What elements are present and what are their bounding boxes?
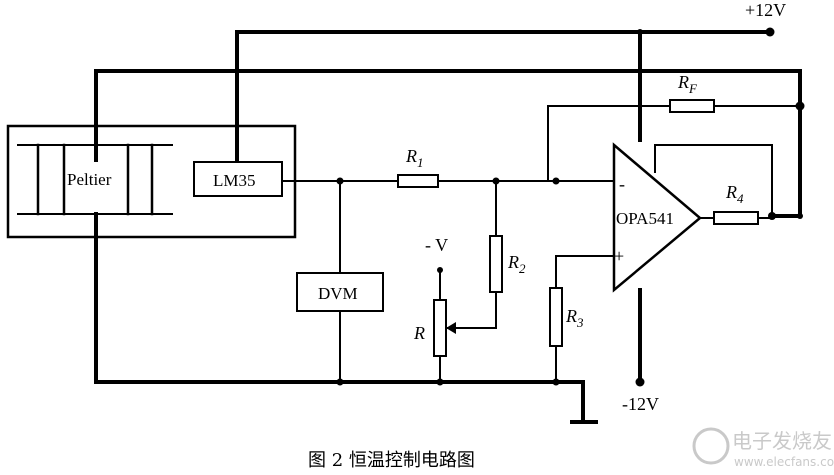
potentiometer	[433, 299, 447, 357]
pot-wiper-arrow	[446, 322, 456, 334]
r3-label: R3	[565, 306, 584, 330]
watermark: 电子发烧友 www.elecfans.com	[692, 427, 834, 469]
opamp-triangle	[612, 142, 702, 293]
opamp-label: OPA541	[616, 209, 674, 228]
r1-resistor	[397, 174, 439, 188]
dvm-meter	[296, 272, 384, 312]
lm35-label: LM35	[213, 171, 256, 190]
r2-to-pot-wire	[445, 291, 497, 329]
plus12v-label: +12V	[745, 0, 786, 20]
watermark-title: 电子发烧友	[732, 429, 832, 453]
rf-left-wire	[547, 105, 671, 182]
r1-label: R1	[405, 146, 424, 170]
watermark-logo-icon	[692, 427, 730, 465]
rf-resistor	[669, 99, 715, 113]
peltier-label: Peltier	[67, 170, 112, 189]
pot-label: R	[413, 323, 425, 343]
watermark-url: www.elecfans.com	[734, 455, 834, 469]
r2-resistor	[489, 235, 503, 293]
peltier-element: Peltier	[17, 143, 173, 216]
opamp-minus-sign: -	[619, 174, 625, 194]
r4-resistor	[713, 211, 759, 225]
junction-dots	[336, 27, 805, 387]
noninverting-input-wire	[555, 255, 615, 289]
minus12v-label: -12V	[622, 394, 659, 414]
r3-resistor	[549, 287, 563, 347]
r2-label: R2	[507, 252, 526, 276]
lm35-sensor	[193, 161, 283, 197]
figure-caption: 图 2 恒温控制电路图	[308, 450, 475, 471]
opamp-plus-sign: +	[614, 246, 624, 266]
dvm-label: DVM	[318, 284, 358, 303]
r4-label: R4	[725, 182, 744, 206]
neg-v-label: - V	[425, 235, 448, 255]
current-sense-wire	[654, 144, 773, 217]
rf-label: RF	[677, 72, 698, 96]
